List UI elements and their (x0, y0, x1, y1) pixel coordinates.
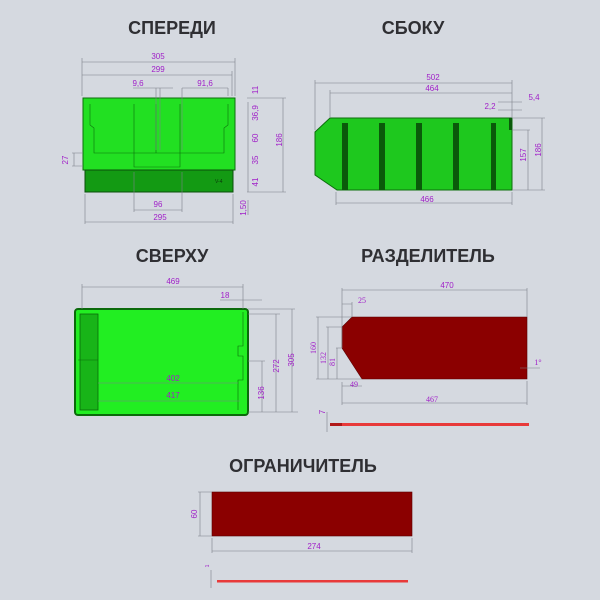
front-bin-lower (84, 169, 234, 193)
top-view: 469 18 402 417 136 272 305 (74, 277, 298, 416)
dim-464: 464 (425, 84, 439, 93)
dim-274: 274 (307, 542, 321, 551)
dim-272: 272 (272, 359, 281, 373)
divider-plate (341, 316, 528, 380)
dim-25: 25 (358, 296, 366, 305)
dim-2-2: 2,2 (484, 102, 496, 111)
title-divider: РАЗДЕЛИТЕЛЬ (361, 246, 495, 266)
dim-157: 157 (519, 148, 528, 162)
dim-49: 49 (350, 380, 358, 389)
limiter-view: 60 274 1 (190, 491, 413, 588)
title-limiter: ОГРАНИЧИТЕЛЬ (229, 456, 377, 476)
dim-305: 305 (151, 52, 165, 61)
dim-186-side: 186 (534, 143, 543, 157)
title-side: СБОКУ (382, 18, 445, 38)
dim-36-9: 36,9 (251, 105, 260, 121)
dim-502: 502 (426, 73, 440, 82)
title-top: СВЕРХУ (136, 246, 209, 266)
dim-1: 1 (205, 564, 211, 567)
dim-469: 469 (166, 277, 180, 286)
dim-81: 81 (328, 358, 337, 366)
dim-35: 35 (251, 155, 260, 164)
dim-7: 7 (318, 409, 327, 414)
divider-edge (330, 423, 529, 426)
dim-9-6: 9,6 (132, 79, 144, 88)
dim-160: 160 (309, 342, 318, 354)
dim-27: 27 (61, 155, 70, 164)
limiter-edge (217, 580, 408, 583)
side-view: 502 464 5,4 2,2 466 157 186 (314, 73, 545, 205)
dim-91-6: 91,6 (197, 79, 213, 88)
dim-295: 295 (153, 213, 167, 222)
dim-1-50: 1,50 (239, 200, 248, 216)
dim-96: 96 (154, 200, 163, 209)
dim-467: 467 (426, 395, 438, 404)
front-bin-upper (82, 97, 236, 171)
dim-41: 41 (251, 177, 260, 186)
title-front: СПЕРЕДИ (128, 18, 216, 38)
dim-305-top: 305 (287, 353, 296, 367)
dim-5-4: 5,4 (528, 93, 540, 102)
dim-470: 470 (440, 281, 454, 290)
dim-417: 417 (166, 391, 180, 400)
dim-402: 402 (166, 374, 180, 383)
dim-18: 18 (221, 291, 230, 300)
divider-view: 470 25 160 132 81 49 467 1° 7 (309, 281, 542, 432)
model-mark: V-4 (215, 179, 223, 185)
dim-60-limiter: 60 (190, 509, 199, 518)
dim-11: 11 (251, 85, 260, 94)
limiter-plate (211, 491, 413, 537)
dim-186: 186 (275, 133, 284, 147)
front-view: V-4 305 299 9,6 91,6 96 295 27 11 36,9 6… (61, 52, 286, 224)
dim-299: 299 (151, 65, 165, 74)
dim-132: 132 (319, 352, 328, 364)
dim-136: 136 (257, 386, 266, 400)
dim-466: 466 (420, 195, 434, 204)
dim-60: 60 (251, 133, 260, 142)
top-bin (74, 308, 249, 416)
dim-angle: 1° (534, 358, 541, 367)
